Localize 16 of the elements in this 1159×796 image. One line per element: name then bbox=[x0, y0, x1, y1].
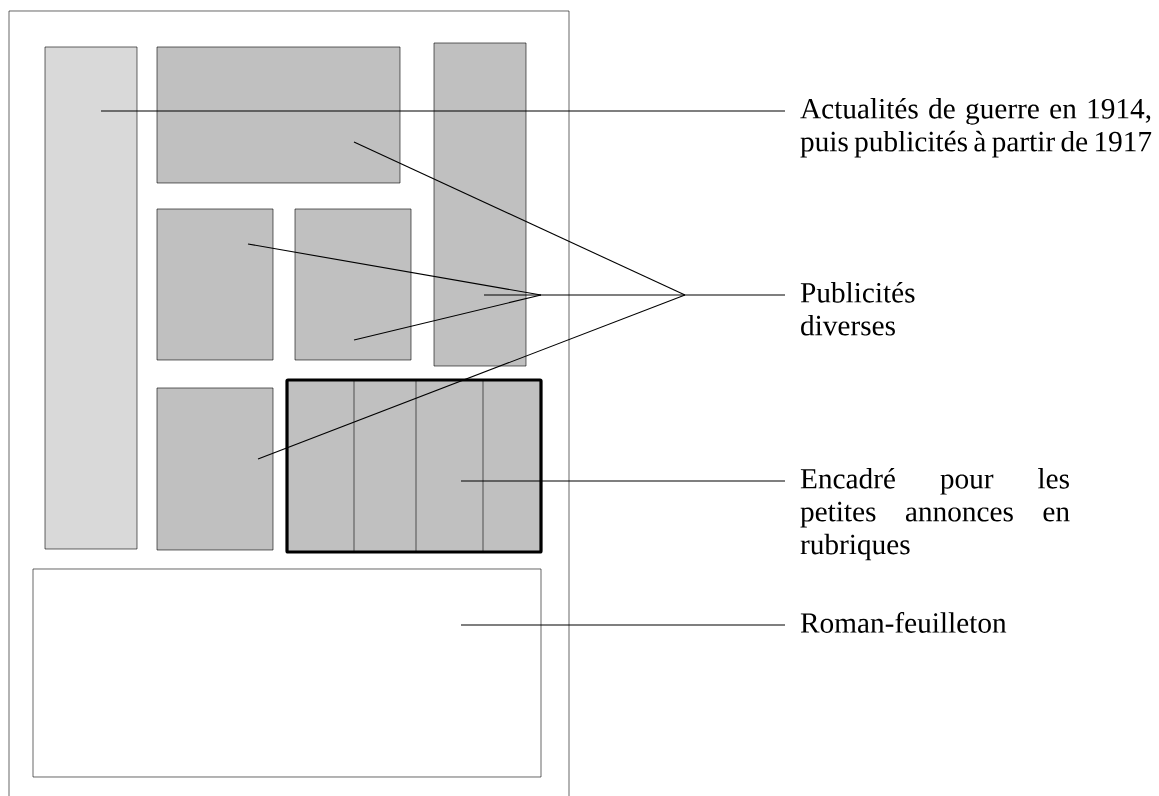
leader-line bbox=[460, 480, 786, 482]
column-block bbox=[44, 46, 138, 550]
classifieds-frame bbox=[285, 378, 543, 554]
caption-text: Actualités de guerre en 1914, puis publicités à partir de 1917 bbox=[800, 98, 1152, 158]
serial-block bbox=[32, 568, 542, 778]
advert-block bbox=[156, 208, 274, 361]
leader-line bbox=[460, 624, 786, 626]
caption-text: Publicités diverses bbox=[800, 282, 915, 336]
advert-block bbox=[433, 42, 527, 367]
caption-text: Roman-feuilleton bbox=[800, 612, 1007, 633]
advert-block bbox=[156, 387, 274, 551]
leader-line bbox=[100, 110, 786, 112]
advert-block bbox=[156, 46, 401, 184]
leader-line bbox=[247, 141, 786, 460]
caption-text: Encadré pour les petites annonces en rubriques bbox=[800, 468, 1070, 561]
advert-block bbox=[294, 208, 412, 361]
